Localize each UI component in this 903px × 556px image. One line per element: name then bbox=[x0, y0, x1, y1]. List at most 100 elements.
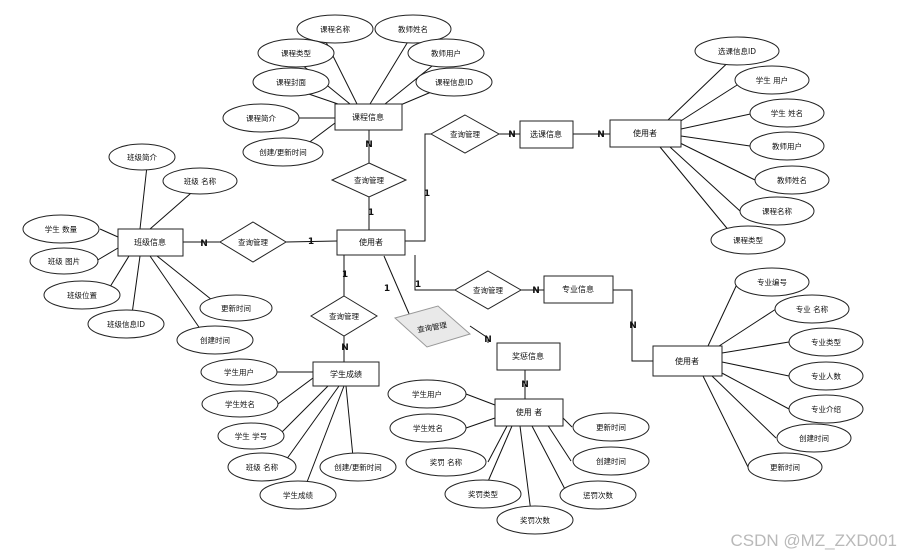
svg-text:专业编号: 专业编号 bbox=[757, 277, 787, 287]
svg-text:使用者: 使用者 bbox=[359, 237, 383, 247]
card-major-n: N bbox=[532, 286, 540, 296]
card-class-1: 1 bbox=[308, 237, 314, 247]
relationships: 查询管理 查询管理 查询管理 查询管理 查询管理 查询管理 bbox=[219, 114, 523, 348]
svg-text:教师用户: 教师用户 bbox=[431, 48, 461, 58]
svg-text:使用者: 使用者 bbox=[675, 356, 699, 366]
entity-award: 奖惩信息 bbox=[496, 342, 561, 371]
svg-text:查询管理: 查询管理 bbox=[238, 237, 268, 247]
attr-class-1: 班级 名称 bbox=[162, 167, 238, 195]
attr-award-6: 更新时间 bbox=[572, 412, 650, 442]
attr-grade-2: 学生 学号 bbox=[217, 422, 285, 450]
attr-sel-4: 教师姓名 bbox=[754, 165, 830, 195]
svg-text:更新时间: 更新时间 bbox=[221, 303, 251, 313]
svg-text:创建/更新时间: 创建/更新时间 bbox=[334, 462, 382, 472]
svg-text:学生 姓名: 学生 姓名 bbox=[771, 108, 803, 118]
attr-award-4: 奖罚次数 bbox=[496, 505, 574, 535]
attr-maj-5: 创建时间 bbox=[776, 423, 852, 453]
attr-class-4: 班级位置 bbox=[43, 280, 121, 310]
svg-text:奖罚 名称: 奖罚 名称 bbox=[430, 457, 463, 467]
svg-text:班级信息: 班级信息 bbox=[134, 237, 166, 247]
entity-selection: 选课信息 bbox=[519, 120, 574, 149]
attr-sel-1: 学生 用户 bbox=[734, 65, 810, 95]
attr-maj-2: 专业类型 bbox=[788, 327, 864, 357]
svg-text:选课信息: 选课信息 bbox=[530, 129, 562, 139]
attr-course-6: 课程简介 bbox=[222, 103, 300, 133]
attr-award-0: 学生用户 bbox=[387, 379, 467, 409]
svg-text:选课信息ID: 选课信息ID bbox=[718, 46, 756, 56]
entity-user-selection: 使用者 bbox=[609, 119, 682, 148]
rel-course-query: 查询管理 bbox=[330, 162, 408, 198]
card-major-1: 1 bbox=[415, 280, 421, 290]
svg-text:专业类型: 专业类型 bbox=[811, 337, 841, 347]
attr-award-2: 奖罚 名称 bbox=[405, 447, 487, 477]
svg-text:学生姓名: 学生姓名 bbox=[225, 399, 255, 409]
svg-text:课程简介: 课程简介 bbox=[246, 113, 276, 123]
svg-text:学生用户: 学生用户 bbox=[224, 367, 254, 377]
svg-text:班级简介: 班级简介 bbox=[127, 152, 157, 162]
attr-course-4: 课程封面 bbox=[252, 67, 330, 97]
attr-class-6: 班级信息ID bbox=[87, 309, 165, 339]
svg-text:课程类型: 课程类型 bbox=[281, 48, 311, 58]
attr-award-5: 惩罚次数 bbox=[559, 480, 637, 510]
entity-major: 专业信息 bbox=[543, 275, 614, 304]
attr-course-1: 教师姓名 bbox=[374, 14, 452, 44]
entities: 课程信息 班级信息 使用者 学生成绩 选课信息 使用者 专业信息 使用者 bbox=[117, 103, 723, 427]
entity-user-major: 使用者 bbox=[652, 345, 723, 377]
svg-text:查询管理: 查询管理 bbox=[450, 129, 480, 139]
attr-award-1: 学生姓名 bbox=[389, 413, 467, 443]
rel-class-query: 查询管理 bbox=[219, 221, 287, 263]
svg-text:学生 数量: 学生 数量 bbox=[45, 224, 78, 234]
svg-text:班级 名称: 班级 名称 bbox=[246, 462, 279, 472]
svg-text:使用 者: 使用 者 bbox=[516, 407, 543, 417]
svg-text:学生 用户: 学生 用户 bbox=[756, 75, 788, 85]
attr-sel-0: 选课信息ID bbox=[694, 36, 780, 66]
svg-text:班级信息ID: 班级信息ID bbox=[107, 319, 145, 329]
svg-text:班级位置: 班级位置 bbox=[67, 290, 97, 300]
svg-text:课程名称: 课程名称 bbox=[320, 24, 350, 34]
svg-text:课程信息ID: 课程信息ID bbox=[435, 77, 473, 87]
attr-course-7: 创建/更新时间 bbox=[242, 137, 324, 167]
attr-sel-2: 学生 姓名 bbox=[749, 98, 825, 128]
entity-class: 班级信息 bbox=[117, 228, 184, 257]
attr-award-3: 奖罚类型 bbox=[444, 479, 522, 509]
attr-grade-3: 班级 名称 bbox=[227, 452, 297, 482]
svg-text:查询管理: 查询管理 bbox=[354, 175, 384, 185]
attr-grade-0: 学生用户 bbox=[200, 358, 278, 386]
attr-course-3: 教师用户 bbox=[407, 38, 485, 68]
svg-text:更新时间: 更新时间 bbox=[596, 422, 626, 432]
attr-class-5: 更新时间 bbox=[199, 294, 273, 322]
cardinality-marks: N 1 N 1 1 N 1 N N 1 N N 1 N N bbox=[200, 130, 637, 390]
entity-grade: 学生成绩 bbox=[312, 361, 380, 387]
attr-course-5: 课程信息ID bbox=[415, 67, 493, 97]
attr-grade-5: 学生成绩 bbox=[259, 480, 337, 510]
svg-text:专业 名称: 专业 名称 bbox=[796, 304, 829, 314]
attributes-selection-user: 选课信息ID 学生 用户 学生 姓名 教师用户 教师姓名 课程名称 课程类型 bbox=[694, 36, 830, 255]
attr-grade-4: 创建/更新时间 bbox=[319, 452, 397, 482]
card-selection-n: N bbox=[508, 130, 516, 140]
card-award-user-n: N bbox=[521, 380, 529, 390]
svg-text:创建时间: 创建时间 bbox=[799, 433, 829, 443]
svg-text:课程信息: 课程信息 bbox=[352, 112, 384, 122]
attr-class-0: 班级简介 bbox=[108, 143, 176, 171]
entity-user-award: 使用 者 bbox=[494, 398, 564, 427]
svg-text:使用者: 使用者 bbox=[633, 128, 657, 138]
attributes-grade: 学生用户 学生姓名 学生 学号 班级 名称 创建/更新时间 学生成绩 bbox=[200, 358, 397, 510]
svg-text:创建时间: 创建时间 bbox=[596, 456, 626, 466]
watermark-text: CSDN @MZ_ZXD001 bbox=[730, 531, 897, 550]
card-class-n: N bbox=[200, 239, 208, 249]
svg-text:专业人数: 专业人数 bbox=[811, 371, 841, 381]
svg-text:奖罚次数: 奖罚次数 bbox=[520, 515, 550, 525]
attr-course-0: 课程名称 bbox=[296, 14, 374, 44]
attr-maj-1: 专业 名称 bbox=[774, 294, 850, 324]
svg-text:奖罚类型: 奖罚类型 bbox=[468, 489, 498, 499]
attributes-award-user: 学生用户 学生姓名 奖罚 名称 奖罚类型 奖罚次数 惩罚次数 更新时间 创建时间 bbox=[387, 379, 650, 535]
svg-text:课程类型: 课程类型 bbox=[733, 235, 763, 245]
svg-text:课程封面: 课程封面 bbox=[276, 77, 306, 87]
attributes-course: 课程名称 教师姓名 课程类型 教师用户 课程封面 课程信息ID 课程简介 创建/… bbox=[222, 14, 493, 167]
svg-text:创建时间: 创建时间 bbox=[200, 335, 230, 345]
svg-text:查询管理: 查询管理 bbox=[329, 311, 359, 321]
card-course-n: N bbox=[365, 140, 373, 150]
entity-user-center: 使用者 bbox=[336, 229, 406, 256]
rel-award-query: 查询管理 bbox=[393, 305, 472, 348]
